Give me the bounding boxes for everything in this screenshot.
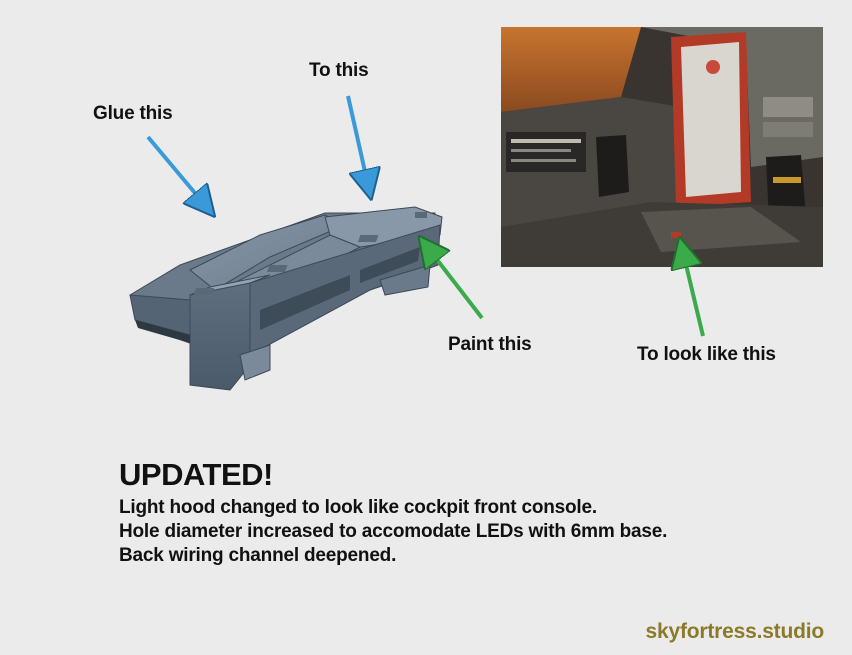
update-line: Hole diameter increased to accomodate LE…: [119, 521, 668, 542]
cockpit-photo-image: [501, 27, 823, 267]
label-glue-this: Glue this: [93, 103, 173, 124]
brand-watermark: skyfortress.studio: [645, 620, 825, 643]
label-to-look-like-this: To look like this: [637, 344, 776, 365]
label-paint-this: Paint this: [448, 334, 532, 355]
update-notes: UPDATED! Light hood changed to look like…: [119, 458, 667, 568]
label-to-this: To this: [309, 60, 369, 81]
update-line: Back wiring channel deepened.: [119, 545, 397, 566]
update-line: Light hood changed to look like cockpit …: [119, 497, 597, 518]
arrow-to: [346, 95, 368, 185]
part-render-image: [129, 206, 443, 391]
update-title: UPDATED!: [119, 457, 273, 492]
